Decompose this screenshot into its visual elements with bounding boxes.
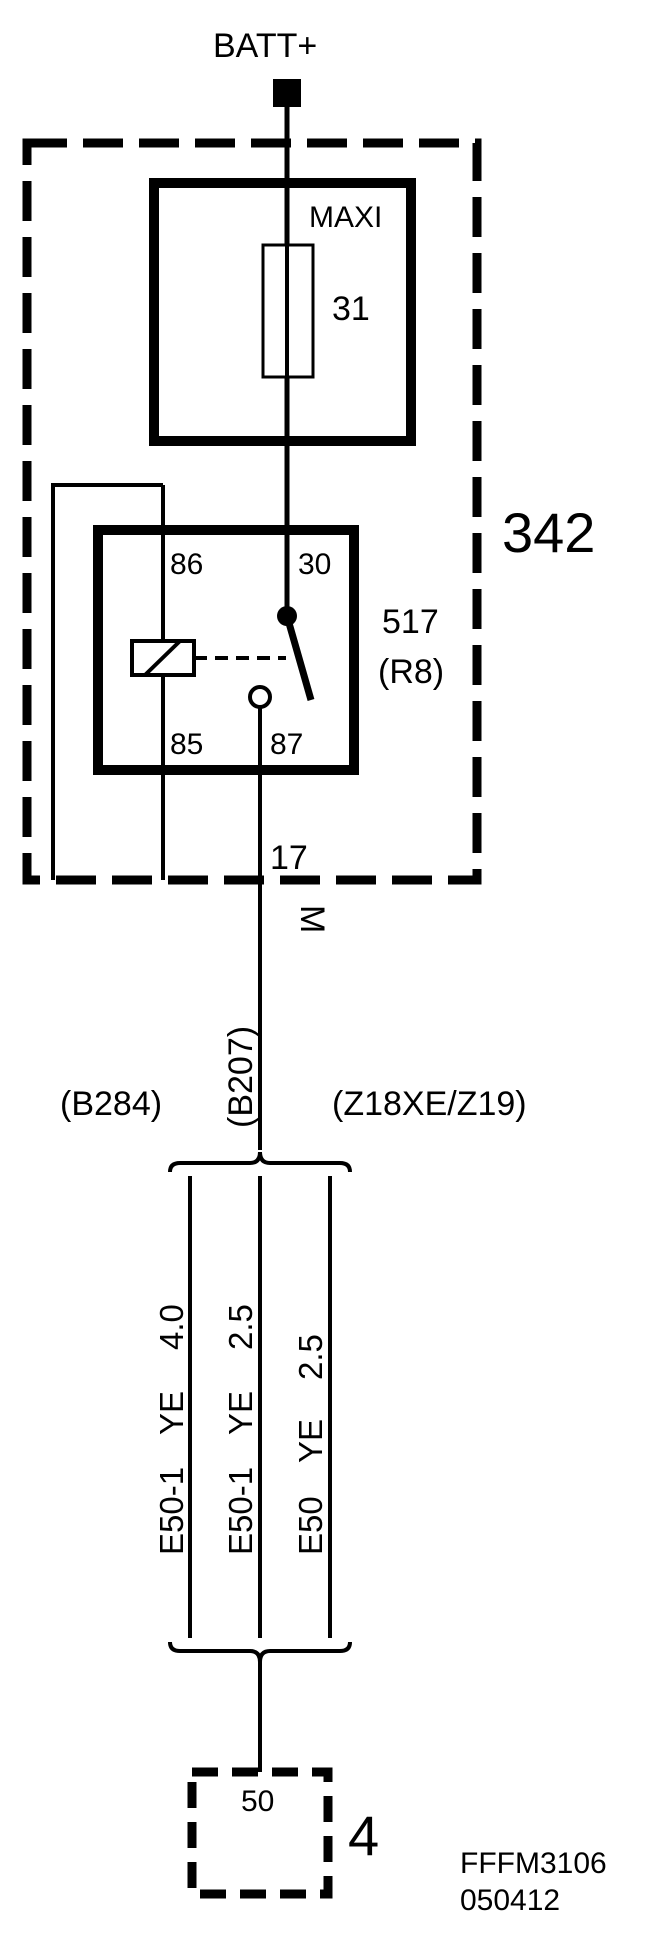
lower-brace — [168, 1641, 352, 1663]
wire-3-color: YE — [292, 1419, 329, 1463]
relay-coil-diagonal — [143, 639, 182, 677]
wire-2-label: E50-1 YE 2.5 — [222, 1304, 259, 1555]
relay-housing — [93, 525, 359, 775]
variant-middle: (B207) — [222, 1026, 260, 1128]
relay-terminal-87: 87 — [270, 728, 303, 761]
component-id: 4 — [348, 1804, 379, 1867]
component-outline — [187, 1767, 333, 1899]
relay-terminal-85: 85 — [170, 728, 203, 761]
fuse-type-label: MAXI — [309, 201, 382, 234]
fuse-number: 31 — [332, 290, 370, 328]
drawing-code: FFFM3106 — [460, 1847, 607, 1880]
fusebox-outline — [22, 138, 482, 885]
wire-1-size: 4.0 — [153, 1304, 190, 1350]
relay-ref: (R8) — [378, 653, 444, 691]
relay-terminal-86: 86 — [170, 548, 203, 581]
battery-terminal — [273, 79, 301, 107]
fusebox-id: 342 — [502, 501, 595, 564]
variant-right: (Z18XE/Z19) — [332, 1085, 527, 1123]
component-pin: 50 — [241, 1785, 274, 1818]
wire-1-color: YE — [153, 1391, 190, 1435]
relay-switch-arm — [283, 615, 315, 701]
wire-1-code: E50-1 — [153, 1467, 190, 1555]
fusebox-connector: M — [293, 905, 331, 933]
relay-terminal-30: 30 — [298, 548, 331, 581]
wire-3-label: E50 YE 2.5 — [292, 1334, 329, 1555]
supply-label: BATT+ — [213, 27, 317, 65]
upper-brace — [168, 1151, 352, 1173]
wire-2-size: 2.5 — [222, 1304, 259, 1350]
wire-2-color: YE — [222, 1391, 259, 1435]
drawing-date: 050412 — [460, 1884, 560, 1917]
variant-left: (B284) — [60, 1085, 162, 1123]
fuse-housing — [149, 178, 416, 446]
wire-1-label: E50-1 YE 4.0 — [153, 1304, 190, 1555]
coil-feed-wire — [51, 483, 163, 880]
relay-id: 517 — [382, 603, 439, 641]
fusebox-pin: 17 — [270, 839, 308, 877]
wire-3-code: E50 — [292, 1496, 329, 1555]
wire-3-size: 2.5 — [292, 1334, 329, 1380]
relay-contact-87 — [248, 685, 272, 709]
wire-2-code: E50-1 — [222, 1467, 259, 1555]
